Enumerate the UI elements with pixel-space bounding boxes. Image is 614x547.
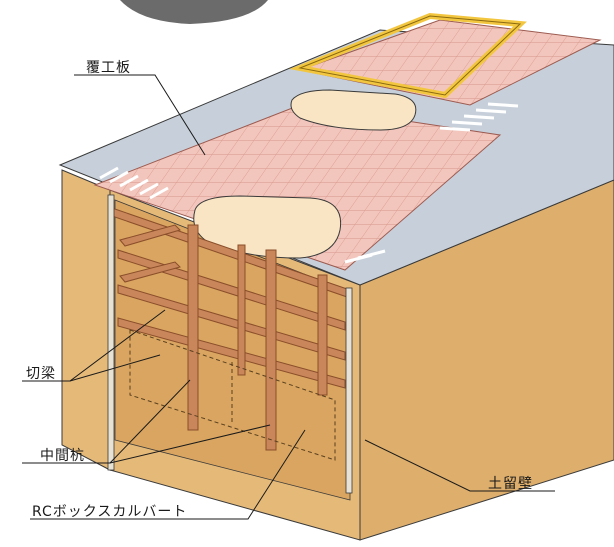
- left-soil-face: [61, 169, 111, 471]
- strut-frame: [111, 207, 351, 451]
- pile-1: [187, 224, 199, 431]
- pile-2: [265, 249, 277, 451]
- rc-box-culvert: [129, 329, 336, 461]
- leader-lines: [22, 74, 555, 520]
- label-strut: 切梁: [26, 366, 56, 382]
- retaining-wall-right: [345, 287, 353, 494]
- retaining-wall-left: [107, 194, 115, 471]
- strut-cross-1: [119, 224, 181, 247]
- strut-cross-2: [119, 261, 181, 283]
- crosswalk-stripes: [99, 102, 519, 264]
- top-dark-shape: [120, 0, 268, 24]
- label-covering-plate: 覆工板: [86, 60, 131, 76]
- label-intermediate-pile: 中間杭: [40, 448, 85, 464]
- label-retaining-wall: 土留壁: [488, 476, 533, 492]
- pile-4: [237, 244, 246, 376]
- pile-3: [317, 274, 328, 396]
- label-rc-box-culvert: RCボックスカルバート: [32, 504, 188, 520]
- railing-zone-outline: [298, 15, 522, 96]
- deck-pad-back: [290, 89, 417, 131]
